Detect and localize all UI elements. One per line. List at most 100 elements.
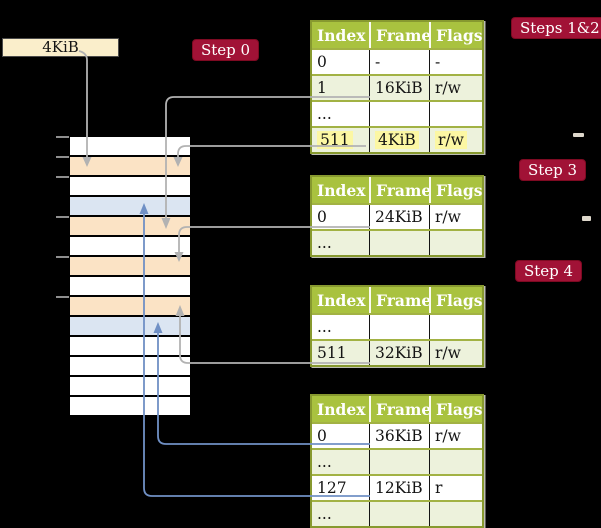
cell-flags: - bbox=[429, 50, 482, 74]
column-header-flags: Flags bbox=[429, 22, 483, 48]
frame-size-label: 4KiB bbox=[42, 38, 79, 56]
badge-step-0: Step 0 bbox=[192, 39, 260, 61]
badge-steps-1-2-label: Steps 1&2 bbox=[520, 19, 600, 37]
column-header-flags: Flags bbox=[429, 177, 483, 203]
cell-index: 511 bbox=[317, 344, 347, 362]
memory-frame-row-blue bbox=[70, 197, 190, 217]
highlighted-value: 4KiB bbox=[375, 131, 419, 149]
memory-tick bbox=[56, 176, 69, 178]
cell-frame: - bbox=[369, 50, 429, 74]
cell-frame bbox=[369, 102, 429, 126]
cell-frame: 12KiB bbox=[369, 476, 429, 500]
cell-index: 1 bbox=[317, 79, 327, 97]
column-header-frame: Frame bbox=[369, 396, 431, 422]
badge-step-3-label: Step 3 bbox=[528, 161, 578, 179]
cell-frame: 36KiB bbox=[369, 424, 429, 448]
cell-index: ... bbox=[317, 505, 332, 523]
column-header-frame: Frame bbox=[369, 287, 431, 313]
cell-index: 0 bbox=[317, 53, 327, 71]
highlighted-value: 511 bbox=[317, 131, 353, 149]
cell-flags bbox=[429, 231, 482, 255]
cell-index: 127 bbox=[317, 479, 347, 497]
page-table-steps-1-2: Index Frame Flags 0 - - 1 16KiB r/w ... … bbox=[310, 20, 484, 154]
page-table-step-4: Index Frame Flags ... 511 32KiB r/w bbox=[310, 285, 484, 367]
cell-index: ... bbox=[317, 234, 332, 252]
cell-index: 511 bbox=[312, 128, 369, 152]
table-header-row: Index Frame Flags bbox=[312, 177, 483, 203]
memory-frame-row-orange bbox=[70, 297, 190, 317]
cell-frame bbox=[369, 450, 429, 474]
cell-frame bbox=[369, 315, 429, 339]
stub-dash bbox=[573, 133, 584, 137]
cell-flags bbox=[429, 502, 482, 526]
table-row: ... bbox=[312, 313, 482, 339]
table-row: 0 - - bbox=[312, 48, 482, 74]
cell-flags bbox=[429, 450, 482, 474]
table-row: 1 16KiB r/w bbox=[312, 74, 482, 100]
cell-flags: r/w bbox=[429, 424, 482, 448]
physical-memory-stack bbox=[70, 137, 190, 417]
cell-flags bbox=[429, 102, 482, 126]
memory-tick bbox=[56, 136, 69, 138]
column-header-index: Index bbox=[317, 25, 366, 45]
table-row-highlighted: 511 4KiB r/w bbox=[312, 126, 482, 152]
cell-frame bbox=[369, 502, 429, 526]
badge-step-0-label: Step 0 bbox=[201, 41, 251, 59]
memory-frame-row-orange bbox=[70, 257, 190, 277]
badge-step-3: Step 3 bbox=[519, 159, 587, 181]
column-header-frame: Frame bbox=[369, 177, 431, 203]
column-header-index: Index bbox=[317, 290, 366, 310]
table-row: ... bbox=[312, 500, 482, 526]
cell-flags: r/w bbox=[429, 205, 482, 229]
table-row: 127 12KiB r bbox=[312, 474, 482, 500]
frame-size-box: 4KiB bbox=[2, 38, 119, 57]
memory-frame-row-white bbox=[70, 177, 190, 197]
cell-frame: 32KiB bbox=[369, 341, 429, 365]
cell-flags: r bbox=[429, 476, 482, 500]
cell-flags: r/w bbox=[429, 341, 482, 365]
table-header-row: Index Frame Flags bbox=[312, 22, 483, 48]
table-row: 511 32KiB r/w bbox=[312, 339, 482, 365]
column-header-index: Index bbox=[317, 399, 366, 419]
memory-tick bbox=[56, 216, 69, 218]
table-header-row: Index Frame Flags bbox=[312, 396, 483, 422]
cell-index: ... bbox=[317, 453, 332, 471]
table-row: ... bbox=[312, 448, 482, 474]
stub-dash bbox=[582, 216, 591, 221]
cell-frame: 4KiB bbox=[369, 128, 429, 152]
table-row: ... bbox=[312, 229, 482, 255]
cell-index: 0 bbox=[317, 427, 327, 445]
memory-frame-row-white bbox=[70, 137, 190, 157]
cell-frame: 16KiB bbox=[369, 76, 429, 100]
cell-frame: 24KiB bbox=[369, 205, 429, 229]
badge-step-4-label: Step 4 bbox=[524, 262, 574, 280]
cell-index: ... bbox=[317, 318, 332, 336]
cell-index: 0 bbox=[317, 208, 327, 226]
memory-frame-row-orange bbox=[70, 217, 190, 237]
memory-frame-row-white bbox=[70, 337, 190, 357]
page-table-step-3: Index Frame Flags 0 24KiB r/w ... bbox=[310, 175, 484, 257]
cell-flags bbox=[429, 315, 482, 339]
memory-frame-row-white bbox=[70, 397, 190, 417]
memory-frame-row-blue bbox=[70, 317, 190, 337]
memory-tick bbox=[56, 256, 69, 258]
cell-flags: r/w bbox=[429, 128, 482, 152]
memory-tick bbox=[56, 156, 69, 158]
memory-frame-row-white bbox=[70, 277, 190, 297]
cell-flags: r/w bbox=[429, 76, 482, 100]
cell-index: ... bbox=[317, 105, 332, 123]
table-row: ... bbox=[312, 100, 482, 126]
highlighted-value: r/w bbox=[435, 131, 467, 149]
column-header-frame: Frame bbox=[369, 22, 431, 48]
memory-tick bbox=[56, 296, 69, 298]
column-header-index: Index bbox=[317, 180, 366, 200]
table-row: 0 24KiB r/w bbox=[312, 203, 482, 229]
column-header-flags: Flags bbox=[429, 396, 483, 422]
page-table-final-level: Index Frame Flags 0 36KiB r/w ... 127 12… bbox=[310, 394, 484, 528]
badge-steps-1-2: Steps 1&2 bbox=[511, 17, 601, 39]
memory-frame-row-white bbox=[70, 237, 190, 257]
table-row: 0 36KiB r/w bbox=[312, 422, 482, 448]
table-header-row: Index Frame Flags bbox=[312, 287, 483, 313]
cell-frame bbox=[369, 231, 429, 255]
